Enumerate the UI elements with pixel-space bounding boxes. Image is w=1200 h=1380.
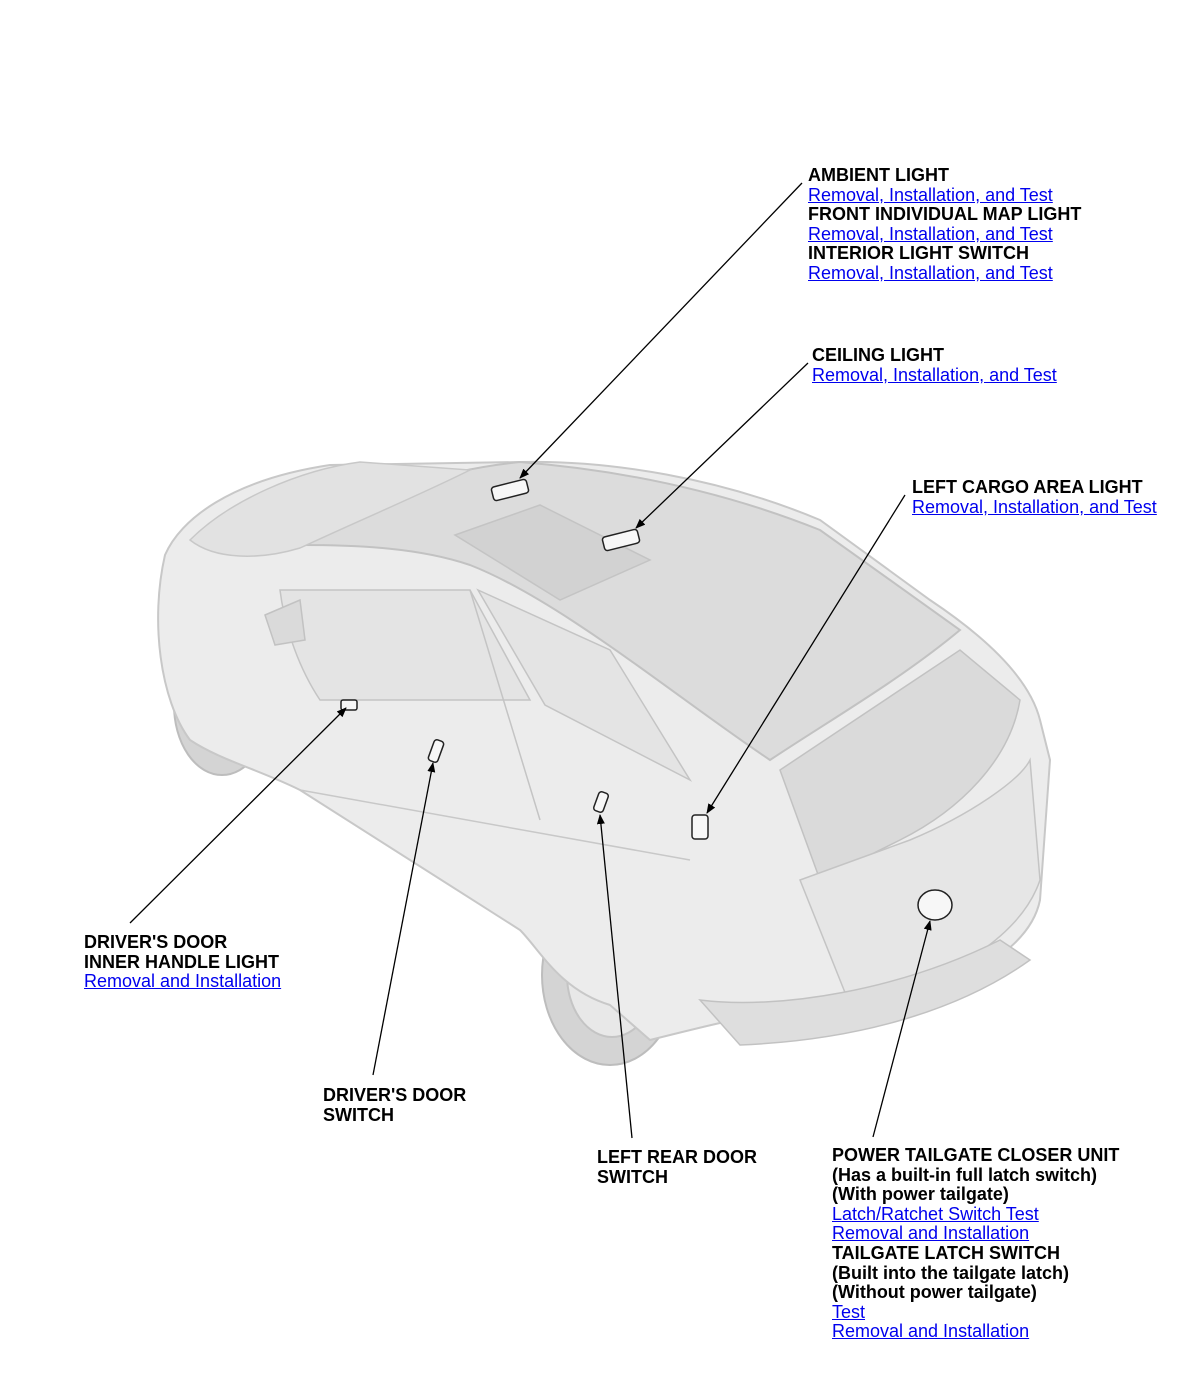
leader-line-ceiling-light: [635, 362, 809, 529]
leader-line-inner-handle-light: [129, 707, 347, 924]
leader-line-ambient-light: [519, 182, 803, 479]
inner-handle-light-title-line2: INNER HANDLE LIGHT: [84, 951, 279, 972]
tailgate-latch-switch-title: TAILGATE LATCH SWITCH: [832, 1242, 1060, 1263]
front-map-light-title: FRONT INDIVIDUAL MAP LIGHT: [808, 204, 1082, 225]
ambient-light-title: AMBIENT LIGHT: [808, 165, 949, 185]
suv-vehicle-icon: [157, 460, 1052, 1066]
interior-light-switch-title: INTERIOR LIGHT SWITCH: [808, 243, 1029, 264]
leader-line-drivers-door-switch: [372, 762, 436, 1076]
callout-left-rear-door-switch: LEFT REAR DOOR SWITCH: [597, 1147, 757, 1187]
tailgate-latch-switch-note2: (Without power tailgate): [832, 1282, 1037, 1303]
callout-left-cargo-light: LEFT CARGO AREA LIGHT Removal, Installat…: [912, 477, 1157, 517]
ceiling-light-title: CEILING LIGHT: [812, 345, 944, 365]
callout-ceiling-light: CEILING LIGHT Removal, Installation, and…: [812, 345, 1057, 385]
tailgate-latch-switch-test-link[interactable]: Test: [832, 1301, 866, 1322]
leader-line-left-rear-door-switch: [596, 814, 633, 1139]
tailgate-latch-switch-note1: (Built into the tailgate latch): [832, 1262, 1069, 1283]
left-rear-door-switch-title-line1: LEFT REAR DOOR: [597, 1147, 757, 1167]
latch-ratchet-switch-test-link[interactable]: Latch/Ratchet Switch Test: [832, 1203, 1039, 1224]
leader-line-left-cargo-light: [706, 494, 906, 814]
callout-drivers-door-switch: DRIVER'S DOOR SWITCH: [323, 1085, 467, 1125]
inner-handle-light-title-line1: DRIVER'S DOOR: [84, 932, 228, 952]
tailgate-latch-switch-removal-link[interactable]: Removal and Installation: [832, 1321, 1030, 1342]
drivers-door-switch-title-line2: SWITCH: [323, 1104, 394, 1125]
callout-tailgate-group: POWER TAILGATE CLOSER UNIT (Has a built-…: [832, 1145, 1120, 1342]
ceiling-light-link[interactable]: Removal, Installation, and Test: [812, 364, 1057, 385]
leader-line-tailgate: [872, 920, 932, 1138]
left-cargo-light-title: LEFT CARGO AREA LIGHT: [912, 477, 1143, 497]
power-tailgate-closer-note1: (Has a built-in full latch switch): [832, 1164, 1098, 1185]
interior-light-switch-link[interactable]: Removal, Installation, and Test: [808, 262, 1053, 283]
callout-ambient-light-group: AMBIENT LIGHT Removal, Installation, and…: [808, 165, 1082, 284]
ambient-light-link[interactable]: Removal, Installation, and Test: [808, 184, 1053, 205]
leader-lines: [129, 182, 932, 1139]
left-cargo-light-link[interactable]: Removal, Installation, and Test: [912, 496, 1157, 517]
power-tailgate-closer-removal-link[interactable]: Removal and Installation: [832, 1223, 1030, 1244]
left-rear-door-switch-title-line2: SWITCH: [597, 1166, 668, 1187]
callout-drivers-inner-handle-light: DRIVER'S DOOR INNER HANDLE LIGHT Removal…: [84, 932, 282, 992]
power-tailgate-closer-note2: (With power tailgate): [832, 1184, 1009, 1205]
power-tailgate-closer-title: POWER TAILGATE CLOSER UNIT: [832, 1145, 1120, 1165]
front-map-light-link[interactable]: Removal, Installation, and Test: [808, 223, 1053, 244]
inner-handle-light-link[interactable]: Removal and Installation: [84, 971, 282, 992]
drivers-door-switch-title-line1: DRIVER'S DOOR: [323, 1085, 467, 1105]
